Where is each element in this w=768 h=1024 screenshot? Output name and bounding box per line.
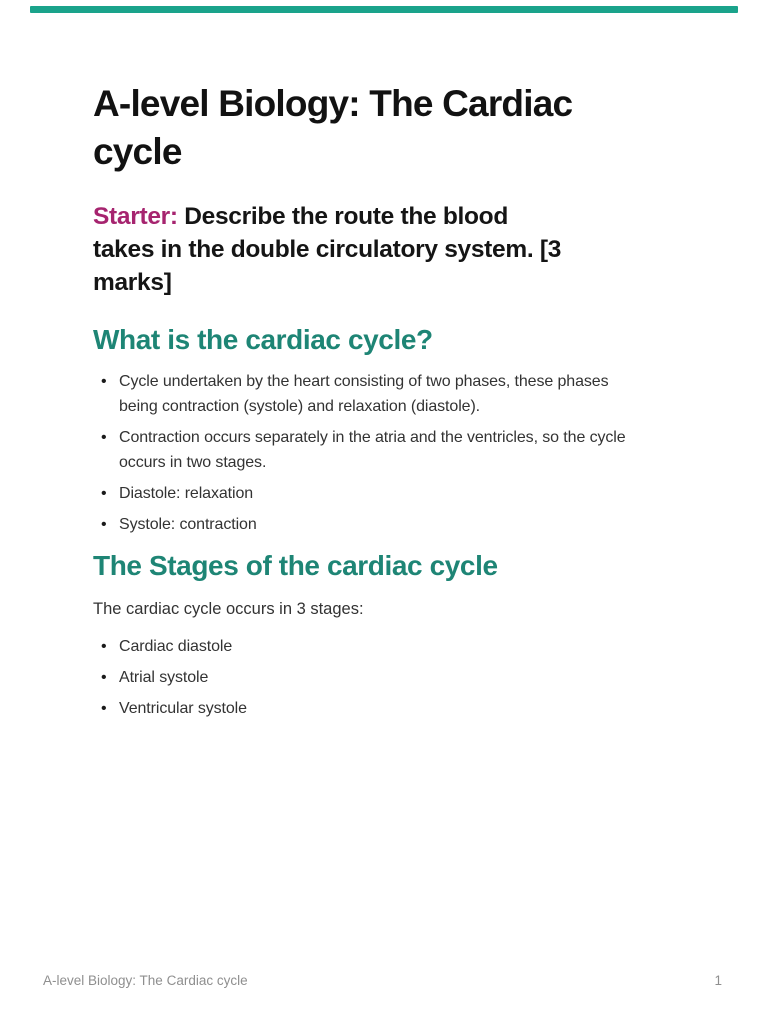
bullet-list-cardiac-cycle: • Cycle undertaken by the heart consisti… — [93, 369, 728, 537]
section-intro-text: The cardiac cycle occurs in 3 stages: — [93, 600, 364, 618]
bullet-dot-icon: • — [101, 373, 107, 390]
list-item-text: Cycle undertaken by the heart consisting… — [119, 373, 609, 415]
list-item: • Cycle undertaken by the heart consisti… — [93, 369, 708, 419]
list-item: • Contraction occurs separately in the a… — [93, 425, 708, 475]
list-item-text: Systole: contraction — [119, 516, 257, 533]
bullet-dot-icon: • — [101, 485, 107, 502]
bullet-dot-icon: • — [101, 669, 107, 686]
starter-label: Starter: — [93, 203, 178, 230]
page-content: A-level Biology: The Cardiac cycle Start… — [93, 80, 728, 727]
starter-paragraph: Starter: Describe the route the blood ta… — [93, 200, 713, 299]
list-item: • Atrial systole — [93, 665, 708, 690]
list-item: • Ventricular systole — [93, 696, 708, 721]
list-item-text: Contraction occurs separately in the atr… — [119, 429, 626, 471]
page-title: A-level Biology: The Cardiac cycle — [93, 83, 573, 172]
bullet-dot-icon: • — [101, 700, 107, 717]
bullet-dot-icon: • — [101, 638, 107, 655]
top-accent-bar — [30, 6, 738, 13]
bullet-dot-icon: • — [101, 429, 107, 446]
bullet-list-stages: • Cardiac diastole • Atrial systole • Ve… — [93, 634, 728, 721]
footer-document-title: A-level Biology: The Cardiac cycle — [43, 973, 248, 988]
list-item-text: Ventricular systole — [119, 700, 247, 717]
list-item-text: Atrial systole — [119, 669, 209, 686]
starter-text: Describe the route the blood takes in th… — [93, 203, 562, 296]
list-item: • Diastole: relaxation — [93, 481, 708, 506]
page-footer: A-level Biology: The Cardiac cycle 1 — [43, 973, 722, 988]
footer-page-number: 1 — [714, 973, 722, 988]
bullet-dot-icon: • — [101, 516, 107, 533]
list-item: • Systole: contraction — [93, 512, 708, 537]
list-item-text: Diastole: relaxation — [119, 485, 254, 502]
section-heading-what-is-cardiac-cycle: What is the cardiac cycle? — [93, 324, 433, 355]
section-heading-stages-of-cardiac-cycle: The Stages of the cardiac cycle — [93, 550, 498, 581]
list-item: • Cardiac diastole — [93, 634, 708, 659]
list-item-text: Cardiac diastole — [119, 638, 233, 655]
